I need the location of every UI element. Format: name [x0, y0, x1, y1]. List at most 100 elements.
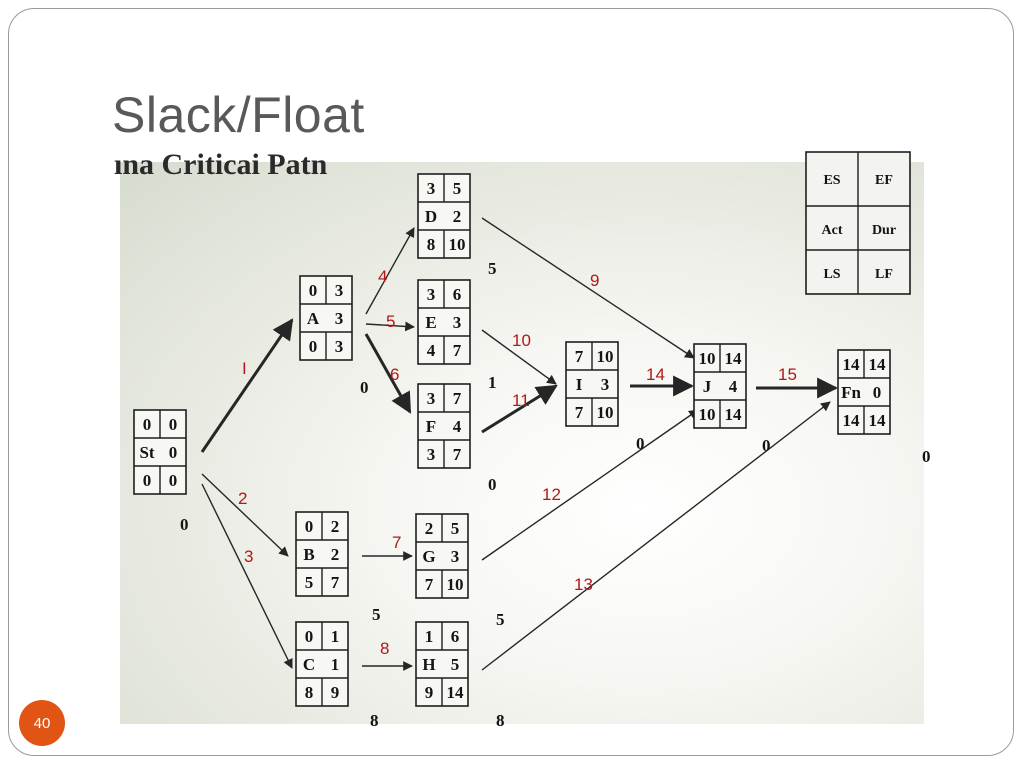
edge-F-I — [481, 384, 558, 434]
node-Fn-ls: 14 — [843, 411, 861, 430]
node-C-lf: 9 — [331, 683, 340, 702]
node-J-slack: 0 — [762, 436, 771, 455]
edge-D-J — [481, 217, 695, 359]
legend-dur: Dur — [872, 223, 896, 238]
node-D-es: 3 — [427, 179, 436, 198]
node-H-dur: 5 — [451, 655, 460, 674]
node-H-es: 1 — [425, 627, 434, 646]
node-I-ls: 7 — [575, 403, 584, 422]
node-Fn-slack: 0 — [922, 447, 931, 466]
node-J-ef: 14 — [725, 349, 743, 368]
edge-St-B — [201, 473, 289, 557]
edge-label-G-J: 12 — [542, 485, 561, 504]
edge-label-St-C: 3 — [244, 547, 253, 566]
edge-label-A-D: 4 — [378, 267, 387, 286]
page-number-badge: 40 — [19, 700, 65, 746]
edge-A-D — [365, 227, 415, 315]
edge-label-H-Fn: 13 — [574, 575, 593, 594]
node-C-ls: 8 — [305, 683, 314, 702]
node-St-ls: 0 — [143, 471, 152, 490]
node-Fn-lf: 14 — [869, 411, 887, 430]
node-G-slack: 5 — [496, 610, 505, 629]
node-D-act: D — [425, 207, 437, 226]
edge-St-A — [200, 318, 294, 453]
node-St-dur: 0 — [169, 443, 178, 462]
node-B-slack: 5 — [372, 605, 381, 624]
node-Fn-es: 14 — [843, 355, 861, 374]
node-G-ef: 5 — [451, 519, 460, 538]
node-D-ef: 5 — [453, 179, 462, 198]
node-B-es: 0 — [305, 517, 314, 536]
node-C-es: 0 — [305, 627, 314, 646]
edge-label-St-B: 2 — [238, 489, 247, 508]
edge-H-Fn — [481, 401, 831, 671]
node-J-es: 10 — [699, 349, 716, 368]
node-G-act: G — [422, 547, 435, 566]
node-St-act: St — [139, 443, 154, 462]
node-H-act: H — [422, 655, 435, 674]
edge-A-E — [365, 321, 415, 332]
edge-label-J-Fn: 15 — [778, 365, 797, 384]
node-I-lf: 10 — [597, 403, 614, 422]
node-H-slack: 8 — [496, 711, 505, 730]
node-G-es: 2 — [425, 519, 434, 538]
edge-G-J — [481, 409, 699, 561]
edge-label-C-H: 8 — [380, 639, 389, 658]
edge-E-I — [481, 329, 557, 385]
node-I-es: 7 — [575, 347, 584, 366]
node-St-es: 0 — [143, 415, 152, 434]
node-E-slack: 1 — [488, 373, 497, 392]
node-A-lf: 3 — [335, 337, 344, 356]
node-I-slack: 0 — [636, 434, 645, 453]
node-A-es: 0 — [309, 281, 318, 300]
node-B-dur: 2 — [331, 545, 340, 564]
edge-label-A-F: 6 — [390, 365, 399, 384]
edge-St-C — [201, 483, 293, 669]
node-H-lf: 14 — [447, 683, 465, 702]
edge-label-B-G: 7 — [392, 533, 401, 552]
node-B-ls: 5 — [305, 573, 314, 592]
photo-header-fragment: ına Criticai Patn — [114, 148, 328, 181]
node-A-ef: 3 — [335, 281, 344, 300]
node-A-slack: 0 — [360, 378, 369, 397]
node-Fn-dur: 0 — [873, 383, 882, 402]
node-H-ef: 6 — [451, 627, 460, 646]
node-B-ef: 2 — [331, 517, 340, 536]
node-B-lf: 7 — [331, 573, 340, 592]
node-B-act: B — [303, 545, 314, 564]
node-J-ls: 10 — [699, 405, 716, 424]
node-J-dur: 4 — [729, 377, 738, 396]
edge-label-F-I: 11 — [512, 391, 530, 410]
node-C-slack: 8 — [370, 711, 379, 730]
slide-title: Slack/Float — [112, 87, 365, 143]
node-G-lf: 10 — [447, 575, 464, 594]
node-F-lf: 7 — [453, 445, 462, 464]
legend-ls: LS — [823, 267, 840, 282]
legend-act: Act — [822, 223, 843, 238]
node-St-ef: 0 — [169, 415, 178, 434]
node-D-dur: 2 — [453, 207, 462, 226]
node-E-lf: 7 — [453, 341, 462, 360]
legend-es: ES — [823, 173, 840, 188]
node-Fn-act: Fn — [841, 383, 861, 402]
node-I-ef: 10 — [597, 347, 614, 366]
node-E-ls: 4 — [427, 341, 436, 360]
edge-label-I-J: 14 — [646, 365, 665, 384]
node-F-ef: 7 — [453, 389, 462, 408]
edge-label-D-J: 9 — [590, 271, 599, 290]
node-J-lf: 14 — [725, 405, 743, 424]
node-I-act: I — [576, 375, 583, 394]
